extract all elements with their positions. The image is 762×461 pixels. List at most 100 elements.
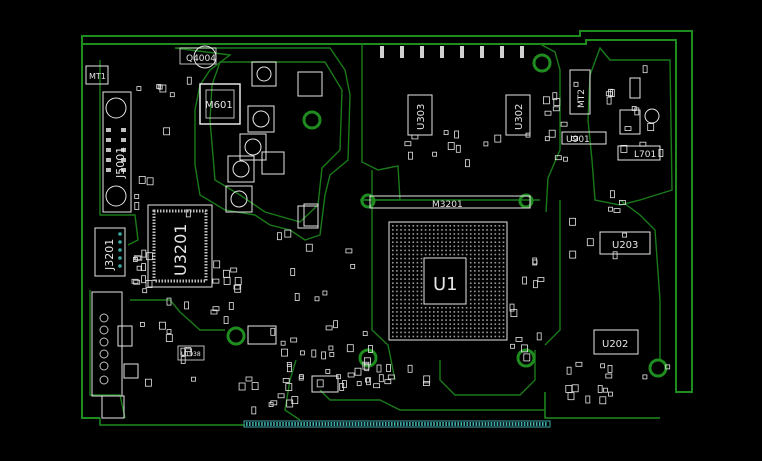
bga-ball <box>474 335 476 338</box>
bga-ball <box>461 331 464 334</box>
bga-ball <box>441 315 443 317</box>
bga-ball <box>400 249 402 252</box>
bga-ball <box>502 290 505 293</box>
edge-finger <box>412 422 414 426</box>
edge-finger <box>342 422 345 426</box>
bga-ball <box>494 327 497 330</box>
smd-part <box>305 243 313 252</box>
bga-ball <box>486 261 488 264</box>
edge-finger <box>384 422 387 426</box>
bga-ball <box>474 298 476 301</box>
bga-ball <box>416 249 419 252</box>
smd-part <box>544 110 552 116</box>
bga-ball <box>482 266 484 268</box>
bga-ball <box>498 298 501 301</box>
edge-finger <box>330 422 333 426</box>
smd-part <box>141 263 147 272</box>
bga-ball <box>404 274 406 276</box>
smd-part <box>537 277 545 282</box>
smd-part <box>185 348 192 357</box>
bga-ball <box>416 274 419 276</box>
bga-ball <box>412 225 415 227</box>
bga-ball <box>404 257 406 260</box>
bga-ball <box>469 229 472 231</box>
bga-ball <box>392 225 394 227</box>
bga-ball <box>396 311 398 313</box>
bga-ball <box>469 323 472 325</box>
bga-ball <box>498 315 501 317</box>
bga-ball <box>461 249 464 252</box>
bga-ball <box>453 331 456 334</box>
edge-finger <box>306 422 308 426</box>
bga-ball <box>490 270 492 272</box>
u1938-label: U1938 <box>181 351 201 358</box>
smd-part <box>132 256 138 262</box>
bga-ball <box>486 323 488 325</box>
bga-ball <box>392 274 394 276</box>
bga-ball <box>441 323 443 325</box>
bga-ball <box>449 233 451 235</box>
smd-part <box>356 381 362 386</box>
bga-ball <box>469 327 472 330</box>
bga-ball <box>494 298 497 301</box>
bga-ball <box>502 335 505 338</box>
bga-ball <box>396 335 398 338</box>
bga-ball <box>420 286 423 289</box>
bga-ball <box>482 335 484 338</box>
smd-part <box>234 277 242 285</box>
bga-ball <box>490 311 492 313</box>
edge-finger <box>475 422 478 426</box>
bga-ball <box>486 266 488 268</box>
bga-ball <box>461 237 464 239</box>
smd-part <box>290 268 296 276</box>
u203: U203 <box>599 231 651 255</box>
bga-ball <box>396 233 398 235</box>
bga-ball <box>449 225 451 227</box>
bga-ball <box>498 307 501 309</box>
bga-ball <box>482 270 484 272</box>
bga-ball <box>502 307 505 309</box>
bga-ball <box>469 257 472 260</box>
bga-ball <box>441 331 443 334</box>
bga-ball <box>428 253 431 256</box>
bga-ball <box>486 233 488 235</box>
smd-part <box>605 373 613 379</box>
bga-ball <box>486 307 488 309</box>
bga-ball <box>400 315 402 317</box>
edge-finger <box>270 422 272 426</box>
mount-hole <box>302 110 322 130</box>
bga-ball <box>478 229 480 231</box>
bga-ball <box>502 257 505 260</box>
smd-part <box>411 134 419 140</box>
smd-part <box>447 142 455 150</box>
bga-ball <box>392 331 394 334</box>
bga-ball <box>494 229 497 231</box>
bga-ball <box>502 233 505 235</box>
smd-part <box>631 106 637 111</box>
bga-ball <box>416 290 419 293</box>
edge-finger <box>409 422 411 426</box>
bga-ball <box>445 315 447 317</box>
bga-ball <box>490 290 492 293</box>
bga-ball <box>412 331 415 334</box>
mt2: MT2 <box>569 69 591 115</box>
bga-ball <box>412 261 415 264</box>
bga-ball <box>400 323 402 325</box>
bga-ball <box>486 302 488 305</box>
bga-ball <box>420 307 423 309</box>
smd-part <box>642 374 648 380</box>
smd-part <box>422 381 430 387</box>
smd-part <box>238 382 246 391</box>
bga-ball <box>474 274 476 276</box>
smd-part <box>639 141 647 147</box>
bga-ball <box>502 319 505 321</box>
edge-finger <box>424 422 426 426</box>
bga-ball <box>396 245 398 248</box>
smd-part <box>376 364 382 373</box>
bga-ball <box>478 315 480 317</box>
edge-finger <box>532 422 535 426</box>
bga-ball <box>433 315 435 317</box>
bga-ball <box>465 245 468 248</box>
edge-finger <box>535 422 538 426</box>
bga-ball <box>396 225 398 227</box>
